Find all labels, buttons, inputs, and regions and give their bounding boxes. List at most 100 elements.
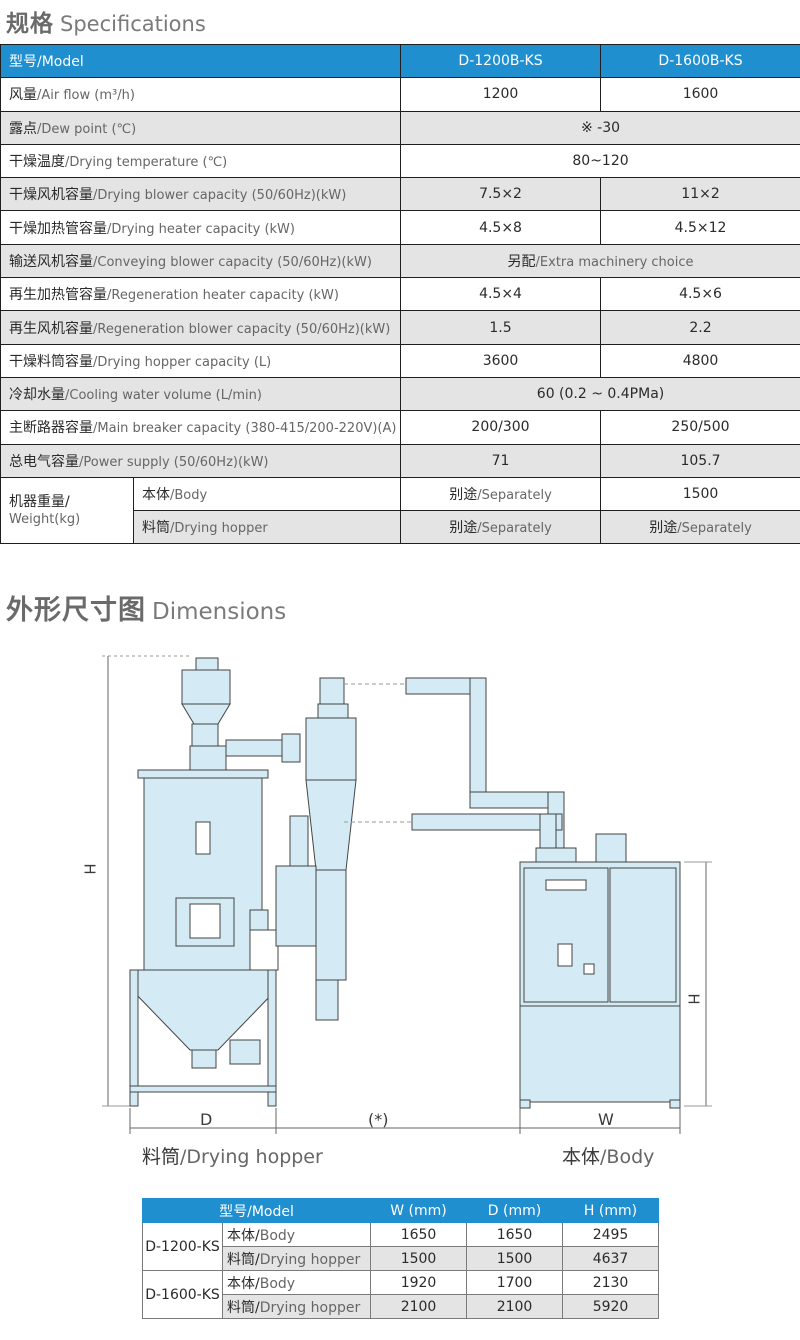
dim-part: 本体/Body (221, 1222, 372, 1247)
dim-h: 4637 (562, 1246, 660, 1271)
spec-value-model-1: 71 (400, 443, 602, 478)
spec-value-model-2: 105.7 (600, 443, 800, 478)
spec-value-model-2: 250/500 (600, 410, 800, 445)
dimensions-title-en: Dimensions (152, 599, 287, 625)
dim-d: 2100 (466, 1294, 564, 1319)
weight-hopper-label: 料筒/Drying hopper (132, 510, 402, 545)
dim-header-w: W (mm) (370, 1198, 468, 1223)
spec-value-model-2: 11×2 (600, 177, 800, 212)
spec-row: 露点/Dew point (℃)※ -30 (0, 110, 800, 145)
weight-body-model-2: 1500 (600, 476, 800, 512)
spec-value-merged: ※ -30 (400, 110, 800, 145)
spec-header-model-1: D-1200B-KS (400, 43, 602, 79)
spec-label: 干燥加热管容量/Drying heater capacity (kW) (0, 210, 402, 245)
dimension-h-left-label: H (80, 863, 99, 875)
spec-value-merged: 80~120 (400, 143, 800, 179)
dim-w: 1650 (370, 1222, 468, 1247)
dim-w: 2100 (370, 1294, 468, 1319)
spec-value-model-2: 4.5×12 (600, 210, 800, 245)
spec-value-merged: 60 (0.2 ~ 0.4PMa) (400, 376, 800, 412)
dim-w: 1920 (370, 1270, 468, 1295)
spec-label: 干燥料筒容量/Drying hopper capacity (L) (0, 343, 402, 378)
dimensions-diagram: H H D (*) W 料筒/Drying hopper 本体/Body (0, 640, 800, 1180)
specifications-title-cn: 规格 (6, 11, 54, 37)
spec-value-model-1: 7.5×2 (400, 177, 602, 212)
dim-d: 1700 (466, 1270, 564, 1295)
spec-row: 再生风机容量/Regeneration blower capacity (50/… (0, 310, 800, 345)
dim-header-row: 型号/Model W (mm) D (mm) H (mm) (141, 1198, 660, 1223)
spec-label: 主断路器容量/Main breaker capacity (380-415/20… (0, 410, 402, 445)
dim-w: 1500 (370, 1246, 468, 1271)
spec-value-merged: 另配/Extra machinery choice (400, 243, 800, 279)
spec-label: 再生风机容量/Regeneration blower capacity (50/… (0, 310, 402, 345)
dimension-h-right-label: H (684, 993, 703, 1005)
dimension-star-label: (*) (368, 1110, 389, 1129)
dim-model-name: D-1600-KS (142, 1270, 223, 1319)
spec-value-model-1: 3600 (400, 343, 602, 378)
spec-header-row: 型号/Model D-1200B-KS D-1600B-KS (0, 43, 800, 79)
spec-label: 总电气容量/Power supply (50/60Hz)(kW) (0, 443, 402, 478)
spec-label: 干燥风机容量/Drying blower capacity (50/60Hz)(… (0, 177, 402, 212)
spec-value-model-1: 4.5×8 (400, 210, 602, 245)
spec-label: 露点/Dew point (℃) (0, 110, 402, 145)
dim-header-h: H (mm) (562, 1198, 660, 1223)
spec-value-model-2: 4800 (600, 343, 800, 378)
dim-h: 2130 (562, 1270, 660, 1295)
spec-label: 再生加热管容量/Regeneration heater capacity (kW… (0, 277, 402, 312)
weight-hopper-model-1: 别途/Separately (400, 510, 602, 545)
weight-body-label: 本体/Body (132, 476, 402, 512)
body-caption: 本体/Body (562, 1146, 655, 1168)
spec-header-model-2: D-1600B-KS (600, 43, 800, 79)
spec-row: 主断路器容量/Main breaker capacity (380-415/20… (0, 410, 800, 445)
spec-label: 干燥温度/Drying temperature (℃) (0, 143, 402, 179)
spec-header-model-label: 型号/Model (0, 43, 402, 79)
dim-d: 1500 (466, 1246, 564, 1271)
spec-value-model-1: 1.5 (400, 310, 602, 345)
specifications-title-en: Specifications (60, 12, 206, 36)
dim-model-name: D-1200-KS (142, 1222, 223, 1271)
spec-row: 干燥温度/Drying temperature (℃)80~120 (0, 143, 800, 179)
dim-part: 料筒/Drying hopper (221, 1246, 372, 1271)
spec-value-model-1: 4.5×4 (400, 277, 602, 312)
dimension-w-label: W (598, 1110, 614, 1129)
spec-row: 干燥加热管容量/Drying heater capacity (kW)4.5×8… (0, 210, 800, 245)
dimensions-title-cn: 外形尺寸图 (6, 595, 146, 626)
spec-row: 干燥风机容量/Drying blower capacity (50/60Hz)(… (0, 177, 800, 212)
dimensions-title: 外形尺寸图 Dimensions (6, 588, 286, 627)
spec-row: 再生加热管容量/Regeneration heater capacity (kW… (0, 277, 800, 312)
specifications-title: 规格 Specifications (6, 4, 206, 38)
spec-value-model-1: 200/300 (400, 410, 602, 445)
spec-label: 输送风机容量/Conveying blower capacity (50/60H… (0, 243, 402, 279)
spec-value-model-1: 1200 (400, 77, 602, 112)
weight-body-model-1: 别途/Separately (400, 476, 602, 512)
spec-value-model-2: 4.5×6 (600, 277, 800, 312)
dimension-d-label: D (200, 1110, 213, 1129)
weight-label: 机器重量/Weight(kg) (0, 476, 134, 545)
hopper-caption: 料筒/Drying hopper (142, 1146, 323, 1168)
spec-row: 输送风机容量/Conveying blower capacity (50/60H… (0, 243, 800, 279)
spec-label: 冷却水量/Cooling water volume (L/min) (0, 376, 402, 412)
spec-row: 冷却水量/Cooling water volume (L/min)60 (0.2… (0, 376, 800, 412)
dim-h: 5920 (562, 1294, 660, 1319)
dim-h: 2495 (562, 1222, 660, 1247)
spec-value-model-2: 1600 (600, 77, 800, 112)
dim-header-model: 型号/Model (141, 1198, 372, 1223)
dim-part: 本体/Body (221, 1270, 372, 1295)
dim-part: 料筒/Drying hopper (221, 1294, 372, 1319)
spec-label: 风量/Air flow (m³/h) (0, 77, 402, 112)
specifications-table: 型号/Model D-1200B-KS D-1600B-KS 风量/Air fl… (0, 43, 800, 545)
machine-drawing (102, 655, 712, 1134)
spec-value-model-2: 2.2 (600, 310, 800, 345)
weight-hopper-model-2: 别途/Separately (600, 510, 800, 545)
dim-header-d: D (mm) (466, 1198, 564, 1223)
